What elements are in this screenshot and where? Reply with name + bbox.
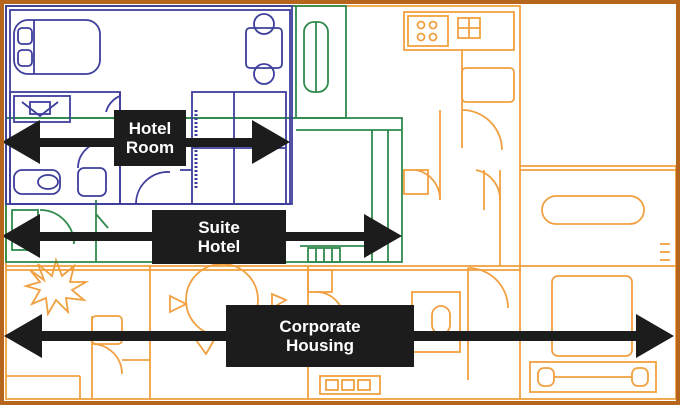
suite-hotel-label: Suite Hotel	[152, 210, 286, 264]
hotel-room-label: Hotel Room	[114, 110, 186, 166]
hotel-room-plan	[5, 5, 293, 205]
hotel-room-label-line-2: Room	[125, 138, 175, 157]
corporate-housing-label: Corporate Housing	[226, 305, 414, 367]
suite-hotel-label-line-2: Hotel	[197, 237, 241, 256]
suite-hotel-label-line-1: Suite	[198, 217, 240, 237]
hotel-room-label-line-1: Hotel	[128, 118, 172, 138]
corporate-housing-label-line-2: Housing	[286, 336, 354, 355]
corporate-housing-label-line-1: Corporate	[279, 316, 361, 336]
